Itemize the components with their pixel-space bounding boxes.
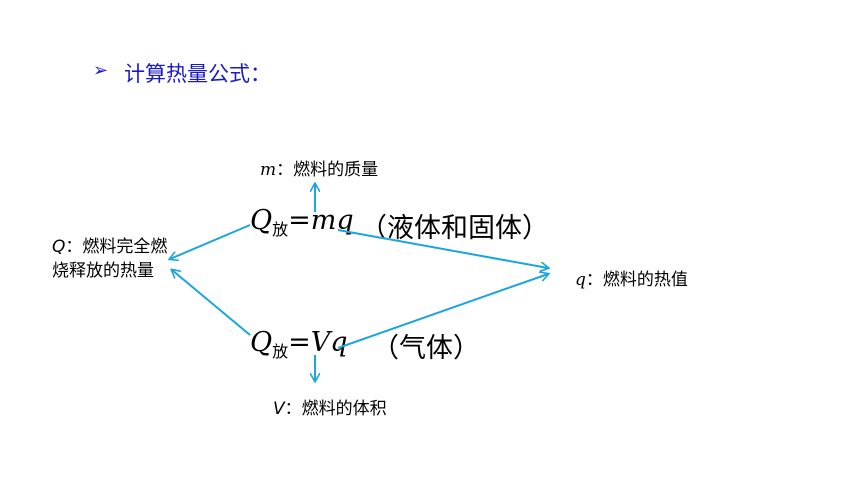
label-volume: V：燃料的体积 (273, 394, 387, 419)
arrow-f1-to-heat (170, 224, 251, 259)
formula2-eq: = (288, 327, 311, 358)
desc-mass: ：燃料的质量 (276, 160, 379, 180)
section-title: 计算热量公式： (124, 62, 271, 86)
note-gas: （气体） (372, 333, 480, 364)
arrow-f2-to-heat (172, 270, 251, 336)
var-V: V (273, 399, 285, 419)
label-heat: Q：燃料完全燃烧释放的热量 (52, 235, 172, 283)
formula1-eq: = (288, 205, 311, 236)
arrowhead-bullet-icon: ➢ (93, 60, 109, 81)
desc-volume: ：燃料的体积 (284, 399, 387, 419)
var-m: m (260, 160, 277, 180)
arrow-f1-to-heat-value (337, 229, 548, 268)
label-heat-value: q：燃料的热值 (575, 265, 688, 290)
desc-heat: ：燃料完全燃烧释放的热量 (52, 237, 168, 281)
desc-heat-value: ：燃料的热值 (585, 270, 688, 290)
var-q: q (575, 270, 586, 290)
formula1-Q: Q (250, 205, 273, 236)
label-mass: m：燃料的质量 (260, 155, 378, 180)
formula-gas: Q放=Vq (250, 327, 348, 362)
arrow-f2-to-heat-value (337, 274, 548, 349)
formula-liquid-solid: Q放=mq (250, 205, 354, 240)
formula2-Q: Q (250, 327, 273, 358)
formula2-sub: 放 (272, 342, 289, 361)
var-Q: Q (52, 237, 66, 257)
formula2-rhs: Vq (310, 327, 348, 358)
formula1-sub: 放 (272, 220, 289, 239)
